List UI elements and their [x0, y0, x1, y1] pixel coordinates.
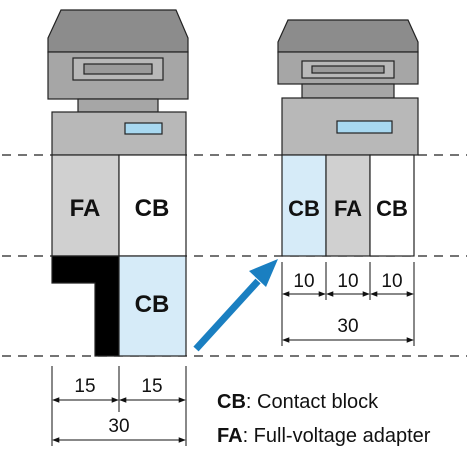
right-head-cap [277, 19, 419, 53]
right-head-slot [311, 65, 385, 74]
transition-arrow-head [249, 259, 278, 287]
left-device-head [47, 9, 189, 156]
right-cb-label-2: CB [376, 196, 408, 221]
right-dim-label-b: 10 [337, 271, 358, 292]
left-dim-label-a: 15 [74, 376, 95, 397]
transition-arrow [193, 259, 278, 352]
legend-cb: CB: Contact block [217, 391, 379, 413]
left-dim-label-total: 30 [108, 416, 129, 437]
right-dim-label-c: 10 [381, 271, 402, 292]
right-cb-block-1 [281, 154, 327, 257]
left-black-mounting-part [51, 255, 120, 357]
right-stack [281, 154, 415, 257]
left-head-neck [77, 98, 159, 113]
transition-arrow-shaft [193, 278, 261, 352]
right-head-neck [301, 83, 395, 99]
left-cb-block-bottom [118, 255, 187, 357]
right-fa-block [325, 154, 371, 257]
left-indicator-window [124, 122, 163, 135]
legend-fa-desc: : Full-voltage adapter [243, 425, 431, 447]
left-cb-label-top: CB [135, 195, 170, 222]
right-fa-label: FA [334, 196, 362, 221]
right-cb-block-2 [369, 154, 415, 257]
left-cb-label-bottom: CB [135, 291, 170, 318]
legend-cb-abbr: CB [217, 391, 246, 413]
legend-cb-desc: : Contact block [246, 391, 379, 413]
legend: CB: Contact block FA: Full-voltage adapt… [217, 391, 431, 447]
legend-fa-abbr: FA [217, 425, 243, 447]
right-dim-label-total: 30 [337, 316, 358, 337]
left-head-slot [83, 63, 153, 75]
right-device-head [277, 19, 419, 156]
left-stack [51, 154, 187, 357]
right-indicator-window [336, 120, 393, 134]
left-fa-label: FA [70, 195, 101, 222]
left-dimension-lines [51, 366, 187, 446]
right-cb-label-1: CB [288, 196, 320, 221]
left-cb-block-top [118, 154, 187, 257]
left-housing [51, 111, 187, 156]
right-dimension-lines [281, 262, 415, 346]
right-dim-label-a: 10 [293, 271, 314, 292]
left-dim-label-b: 15 [141, 376, 162, 397]
left-head-cap [47, 9, 189, 53]
legend-fa: FA: Full-voltage adapter [217, 425, 431, 447]
